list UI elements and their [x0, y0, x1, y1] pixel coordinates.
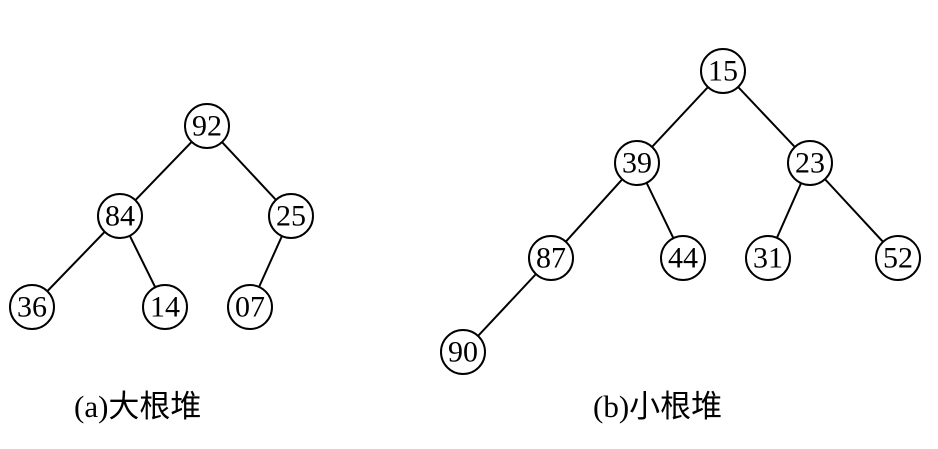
node-circle [614, 140, 660, 186]
heap-node-36: 36 [9, 284, 55, 330]
node-label: 15 [708, 55, 738, 88]
heap-node-25: 25 [268, 193, 314, 239]
node-circle [745, 235, 791, 281]
heap-node-07: 07 [227, 284, 273, 330]
node-label: 92 [192, 110, 222, 143]
node-label: 36 [17, 291, 47, 324]
heap-node-31: 31 [745, 235, 791, 281]
node-label: 84 [105, 200, 135, 233]
heap-node-23: 23 [787, 140, 833, 186]
node-label: 52 [883, 242, 913, 275]
heap-node-14: 14 [142, 284, 188, 330]
heap-node-52: 52 [875, 235, 921, 281]
node-circle [787, 140, 833, 186]
heap-node-90: 90 [440, 329, 486, 375]
heap-node-15: 15 [700, 48, 746, 94]
node-label: 90 [448, 336, 478, 369]
node-label: 87 [536, 242, 566, 275]
heap-node-44: 44 [660, 235, 706, 281]
node-label: 25 [276, 200, 306, 233]
caption-max-heap: (a)大根堆 [74, 389, 201, 424]
caption-min-heap: (b)小根堆 [593, 389, 722, 424]
node-circle [184, 103, 230, 149]
node-circle [875, 235, 921, 281]
node-circle [227, 284, 273, 330]
node-label: 44 [668, 242, 698, 275]
node-circle [97, 193, 143, 239]
node-circle [9, 284, 55, 330]
heap-node-92: 92 [184, 103, 230, 149]
nodes-layer: 92 84 25 36 14 07 15 39 23 87 44 31 52 90 [9, 48, 921, 375]
heap-node-84: 84 [97, 193, 143, 239]
node-label: 31 [753, 242, 783, 275]
captions-layer: (a)大根堆 (b)小根堆 [74, 389, 722, 424]
node-label: 23 [795, 147, 825, 180]
node-circle [440, 329, 486, 375]
node-label: 39 [622, 147, 652, 180]
node-circle [268, 193, 314, 239]
node-circle [700, 48, 746, 94]
node-label: 07 [235, 291, 265, 324]
node-circle [142, 284, 188, 330]
heap-node-87: 87 [528, 235, 574, 281]
node-circle [660, 235, 706, 281]
node-circle [528, 235, 574, 281]
heap-node-39: 39 [614, 140, 660, 186]
node-label: 14 [150, 291, 180, 324]
